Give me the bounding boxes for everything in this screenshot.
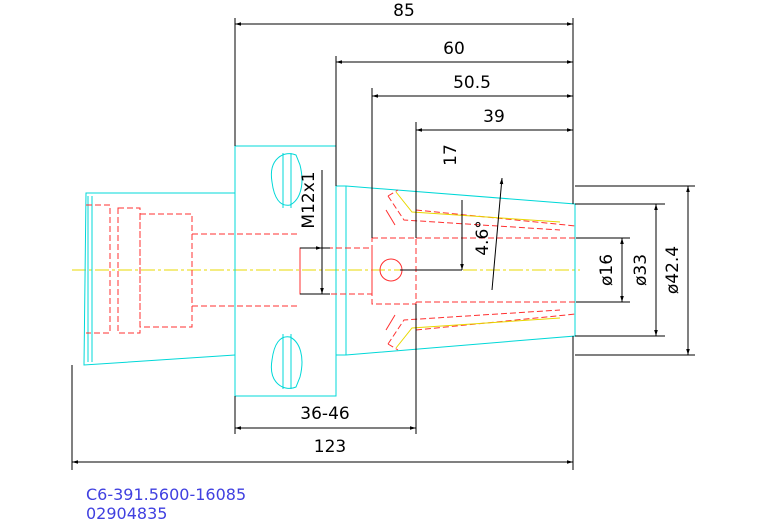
dim-thread: M12x1 [299, 171, 319, 228]
dim-39: 39 [483, 107, 505, 127]
dim-123: 123 [314, 437, 346, 457]
dim-17: 17 [441, 144, 461, 166]
hidden-lines [86, 189, 577, 351]
dim-85: 85 [393, 1, 415, 21]
extension-lines [71, 18, 695, 470]
collet-yellow [395, 191, 561, 349]
dim-dia33: ø33 [631, 254, 651, 286]
dim-60: 60 [443, 39, 465, 59]
dim-range: 36-46 [300, 404, 349, 424]
dimension-lines [72, 22, 690, 464]
dim-angle: 4.6° [473, 220, 493, 256]
dim-50-5: 50.5 [453, 73, 491, 93]
dim-dia16: ø16 [597, 254, 617, 286]
dim-dia42-4: ø42.4 [663, 246, 683, 294]
part-number: C6-391.5600-16085 [86, 485, 246, 504]
part-code: 02904835 [86, 504, 167, 523]
tool-outline [83, 145, 576, 397]
